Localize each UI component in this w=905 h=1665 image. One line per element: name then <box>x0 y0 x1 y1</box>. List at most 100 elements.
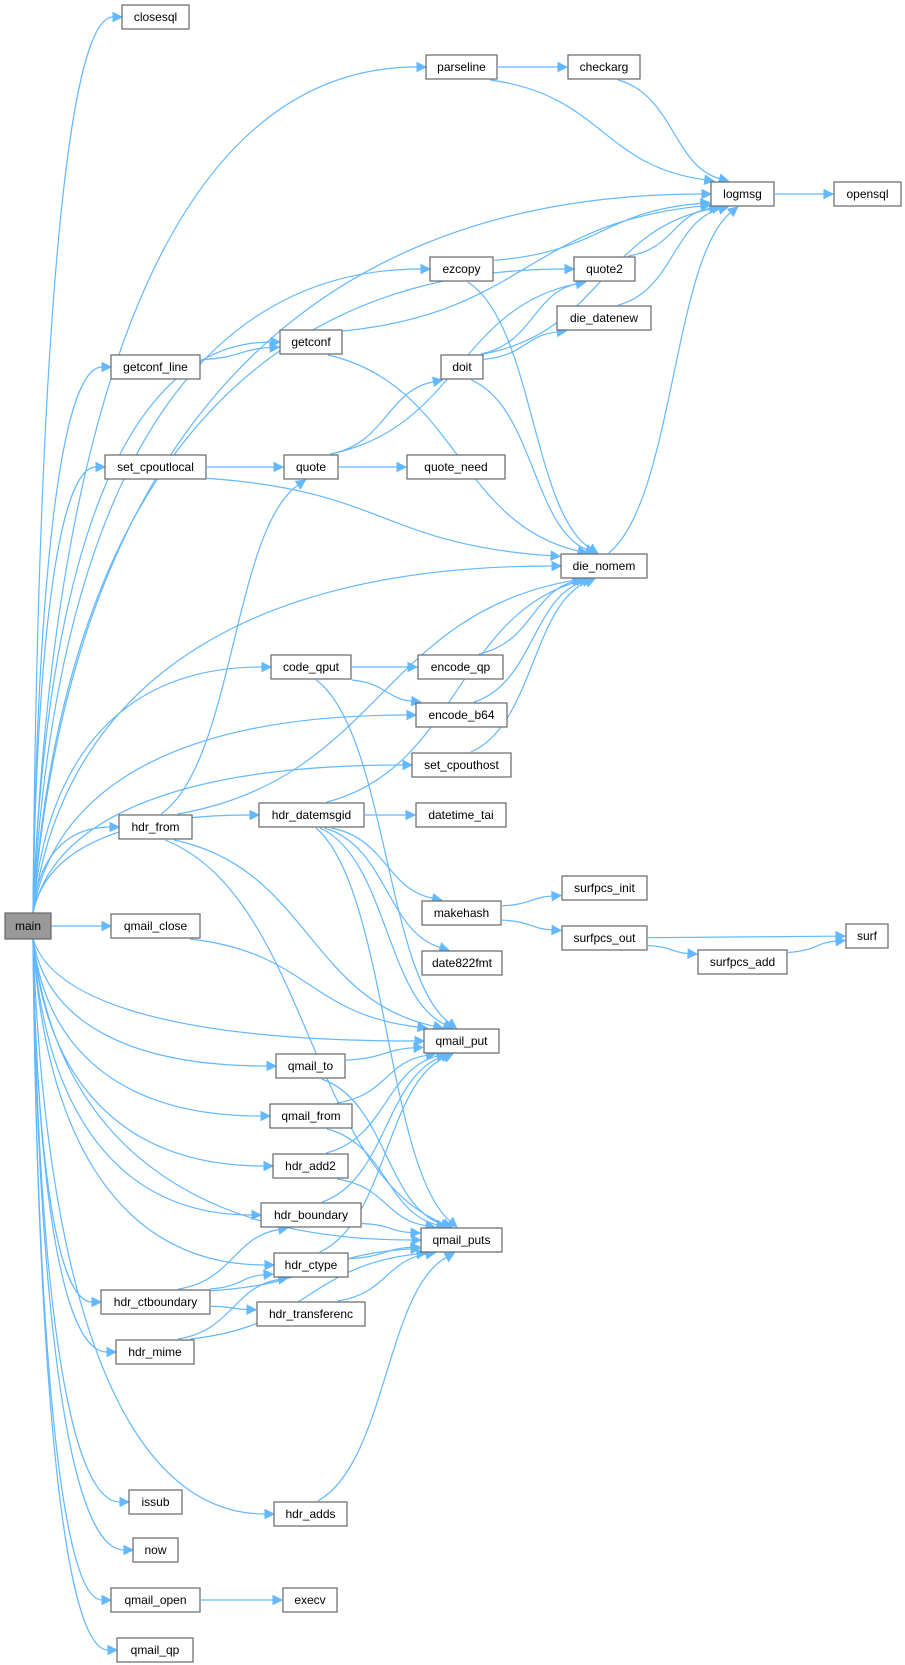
node-hdr-ctboundary[interactable]: hdr_ctboundary <box>100 1289 211 1315</box>
node-hdr-mime[interactable]: hdr_mime <box>115 1339 195 1365</box>
node-now[interactable]: now <box>132 1537 179 1563</box>
arrowhead-main-to-hdr_ctype <box>264 1259 276 1271</box>
node-qmail-qp[interactable]: qmail_qp <box>116 1637 194 1663</box>
edge-encode_qp-to-die_nomem <box>478 580 577 655</box>
arrowhead-main-to-qmail_close <box>101 920 113 932</box>
node-box <box>833 181 902 207</box>
node-set-cpouthost[interactable]: set_cpouthost <box>411 752 512 778</box>
node-qmail-open[interactable]: qmail_open <box>110 1587 201 1613</box>
node-label: quote2 <box>586 262 623 276</box>
node-date822fmt[interactable]: date822fmt <box>421 950 503 976</box>
node-logmsg[interactable]: logmsg <box>710 181 775 207</box>
node-label: checkarg <box>580 60 629 74</box>
arrowhead-main-to-issub <box>119 1496 131 1508</box>
node-parseline[interactable]: parseline <box>425 54 498 80</box>
edge-main-to-now <box>32 938 125 1551</box>
node-execv[interactable]: execv <box>282 1587 338 1613</box>
edge-main-to-qmail_open <box>32 938 103 1601</box>
node-qmail-puts[interactable]: qmail_puts <box>420 1227 503 1253</box>
node-die-datenew[interactable]: die_datenew <box>556 305 652 331</box>
node-box <box>115 1339 195 1365</box>
node-makehash[interactable]: makehash <box>421 900 502 926</box>
node-hdr-boundary[interactable]: hdr_boundary <box>260 1202 362 1228</box>
node-label: getconf <box>291 335 331 349</box>
node-quote-need[interactable]: quote_need <box>406 454 506 480</box>
node-doit[interactable]: doit <box>440 354 484 380</box>
node-encode-qp[interactable]: encode_qp <box>417 654 504 680</box>
node-checkarg[interactable]: checkarg <box>567 54 641 80</box>
node-surf[interactable]: surf <box>845 923 889 949</box>
arrowhead-main-to-ezcopy <box>420 263 432 275</box>
node-datetime-tai[interactable]: datetime_tai <box>415 802 507 828</box>
edge-main-to-set_cpouthost <box>32 764 404 914</box>
arrowhead-main-to-die_nomem <box>551 560 563 572</box>
node-quote2[interactable]: quote2 <box>573 256 636 282</box>
node-code-qput[interactable]: code_qput <box>270 654 352 680</box>
node-qmail-from[interactable]: qmail_from <box>269 1103 353 1129</box>
node-hdr-datemsgid[interactable]: hdr_datemsgid <box>258 802 365 828</box>
node-getconf-line[interactable]: getconf_line <box>110 354 201 380</box>
node-label: quote <box>296 460 326 474</box>
arrowhead-hdr_ctboundary-to-hdr_ctype <box>263 1269 275 1281</box>
arrowhead-quote-to-doit <box>432 376 444 388</box>
call-nodes: main closesql parseline checkarg logmsg opens… <box>4 4 902 1663</box>
node-opensql[interactable]: opensql <box>833 181 902 207</box>
node-label: surfpcs_init <box>574 881 635 895</box>
arrowhead-main-to-now <box>123 1544 135 1556</box>
node-surfpcs-add[interactable]: surfpcs_add <box>697 949 788 975</box>
node-box <box>556 305 652 331</box>
node-box <box>118 814 193 840</box>
node-surfpcs-out[interactable]: surfpcs_out <box>561 925 648 951</box>
node-qmail-to[interactable]: qmail_to <box>275 1053 346 1079</box>
edge-main-to-qmail_to <box>32 938 268 1067</box>
node-box <box>406 454 506 480</box>
edge-hdr_transferenc-to-qmail_puts <box>337 1253 427 1302</box>
node-box <box>420 1227 503 1253</box>
arrowhead-parseline-to-checkarg <box>557 61 569 73</box>
node-ezcopy[interactable]: ezcopy <box>429 256 494 282</box>
node-issub[interactable]: issub <box>128 1489 183 1515</box>
node-label: logmsg <box>723 187 762 201</box>
node-box <box>260 1202 362 1228</box>
node-hdr-from[interactable]: hdr_from <box>118 814 193 840</box>
node-label: qmail_from <box>281 1109 340 1123</box>
node-box <box>845 923 889 949</box>
node-getconf[interactable]: getconf <box>279 329 343 355</box>
node-box <box>100 1289 211 1315</box>
node-qmail-put[interactable]: qmail_put <box>423 1028 500 1054</box>
edge-quote2-to-logmsg <box>628 207 710 257</box>
node-hdr-add2[interactable]: hdr_add2 <box>272 1153 349 1179</box>
node-closesql[interactable]: closesql <box>121 4 190 30</box>
node-box <box>561 925 648 951</box>
edge-main-to-hdr_add2 <box>32 938 265 1167</box>
edge-hdr_datemsgid-to-makehash <box>331 827 433 899</box>
node-box <box>421 950 503 976</box>
node-hdr-ctype[interactable]: hdr_ctype <box>273 1252 349 1278</box>
node-quote[interactable]: quote <box>283 454 339 480</box>
node-box <box>573 256 636 282</box>
node-label: hdr_transferenc <box>269 1307 353 1321</box>
node-die-nomem[interactable]: die_nomem <box>560 553 648 579</box>
node-label: surfpcs_out <box>573 931 636 945</box>
edge-surfpcs_out-to-surf <box>647 935 837 939</box>
node-encode-b64[interactable]: encode_b64 <box>415 702 508 728</box>
arrowhead-hdr_from-to-quote <box>294 479 307 490</box>
edge-ezcopy-to-die_nomem <box>467 281 591 549</box>
node-box <box>110 1587 201 1613</box>
edge-hdr_from-to-die_nomem <box>177 579 573 815</box>
edge-main-to-qmail_puts <box>32 938 413 1241</box>
edge-main-to-encode_b64 <box>32 714 408 914</box>
node-hdr-adds[interactable]: hdr_adds <box>273 1501 348 1527</box>
call-edges <box>32 11 847 1656</box>
node-set-cpoutlocal[interactable]: set_cpoutlocal <box>104 454 207 480</box>
node-box <box>411 752 512 778</box>
node-surfpcs-init[interactable]: surfpcs_init <box>561 875 648 901</box>
node-label: quote_need <box>424 460 487 474</box>
node-main[interactable]: main <box>4 912 52 940</box>
arrowhead-surfpcs_out-to-surfpcs_add <box>687 948 699 959</box>
node-qmail-close[interactable]: qmail_close <box>110 913 201 939</box>
edge-main-to-logmsg <box>32 193 703 914</box>
arrowhead-hdr_datemsgid-to-qmail_put <box>442 1019 454 1029</box>
node-hdr-transferenc[interactable]: hdr_transferenc <box>256 1301 366 1327</box>
edge-main-to-set_cpoutlocal <box>32 466 97 914</box>
